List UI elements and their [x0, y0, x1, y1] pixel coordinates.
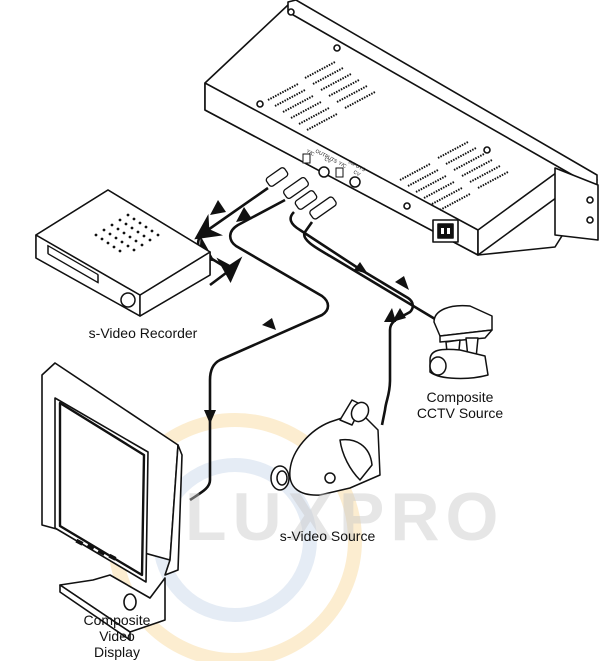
arrow-from-cctv	[395, 276, 409, 290]
arrow-to-display-1	[262, 318, 276, 330]
composite-video-display	[41, 362, 183, 641]
recorder-knob	[120, 292, 136, 308]
cctv-label: Composite CCTV Source	[410, 389, 510, 421]
arrow-to-recorder	[210, 200, 226, 215]
arrow-to-display-2	[204, 410, 216, 424]
input-yc-label: Y/C	[337, 160, 348, 169]
camcorder	[270, 399, 381, 496]
output-yc-port	[302, 153, 311, 164]
arrow-from-camcorder-3	[392, 308, 406, 322]
display-label-line2: Video	[99, 628, 135, 644]
recorder-label: s-Video Recorder	[88, 325, 198, 341]
cctv-label-line2: CCTV Source	[416, 405, 504, 421]
input-cv-label: CV	[352, 169, 362, 178]
s-video-recorder	[35, 189, 211, 317]
watermark-text: LUXPRO	[185, 479, 505, 555]
display-label-line3: Display	[94, 644, 140, 660]
speaker-grille	[94, 213, 160, 253]
vent-grille	[267, 61, 509, 211]
output-cv-port	[318, 166, 330, 178]
cable-cv-to-display	[189, 198, 330, 502]
monitor-buttons	[75, 538, 117, 561]
camcorder-label: s-Video Source	[279, 528, 376, 544]
input-yc-port	[335, 167, 344, 178]
display-label-line1: Composite	[83, 612, 151, 628]
arrow-from-camcorder-2	[384, 308, 396, 322]
output-cv-label: CV	[323, 156, 333, 165]
signal-arrows	[204, 200, 409, 424]
cable-plugs	[265, 167, 337, 220]
cable-cv-from-cctv	[302, 221, 441, 324]
cctv-camera	[429, 304, 493, 380]
output-yc-label: Y/C	[305, 148, 316, 157]
rack-unit	[204, 0, 599, 256]
cctv-label-line1: Composite	[426, 389, 494, 405]
power-socket	[432, 219, 459, 243]
arrow-to-recorder-2	[236, 207, 252, 222]
arrow-from-camcorder-1	[354, 262, 368, 274]
input-cv-port	[349, 176, 361, 188]
cable-yc-from-camcorder	[289, 211, 415, 426]
display-label: Composite Video Display	[67, 612, 167, 660]
